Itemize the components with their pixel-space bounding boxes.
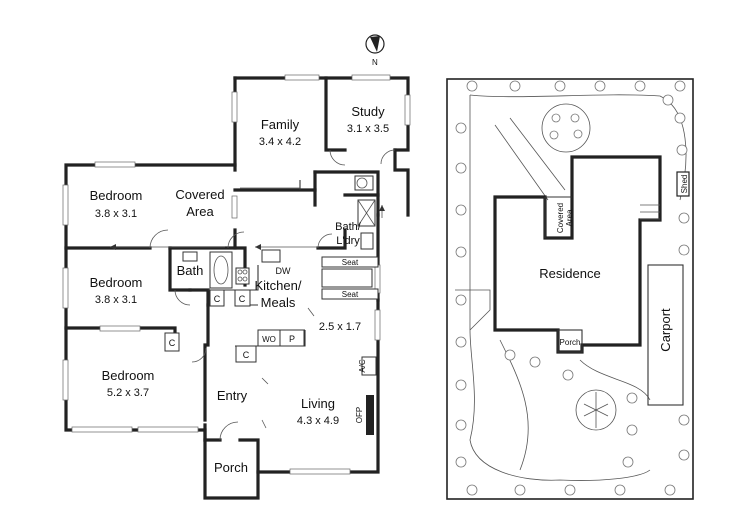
- room-porch-name: Porch: [214, 460, 248, 475]
- fixture-dw: DW: [276, 266, 291, 276]
- fixture-wall-oven: WO: [262, 335, 276, 344]
- fixture-seat-lower: Seat: [342, 290, 359, 299]
- vanity: [182, 251, 198, 262]
- room-bedroom2-dims: 3.8 x 3.1: [95, 294, 137, 306]
- fixture-ofp: OFP: [355, 407, 364, 423]
- room-bedroom1-name: Bedroom: [90, 188, 143, 203]
- site-perimeter-shrubs: [455, 80, 690, 496]
- room-family-dims: 3.4 x 4.2: [259, 136, 301, 148]
- floorplan-arrows: [110, 187, 385, 429]
- open-fireplace: [366, 395, 374, 435]
- cupboard-2: [234, 289, 251, 307]
- meals-table: [321, 268, 373, 288]
- room-living-dims: 4.3 x 4.9: [297, 415, 339, 427]
- sink: [261, 249, 281, 263]
- cupboard-3: [235, 345, 257, 363]
- room-bath-name: Bath: [177, 263, 204, 278]
- fixture-ac: A/C: [358, 359, 367, 373]
- laundry-tub: [360, 232, 374, 250]
- room-study-dims: 3.1 x 3.5: [347, 123, 389, 135]
- room-bedroom2-name: Bedroom: [90, 275, 143, 290]
- bathtub: [209, 251, 233, 289]
- seat-upper: [321, 256, 379, 268]
- site-covered-area-outline: [544, 196, 572, 238]
- site-tree-cluster: [549, 113, 583, 140]
- fixture-cupboard-1: C: [214, 294, 221, 304]
- ac-unit: [361, 356, 377, 376]
- room-kitchen-line2: Meals: [261, 295, 296, 310]
- floorplan-labels: Family 3.4 x 4.2 Study 3.1 x 3.5 Bedroom…: [90, 104, 389, 475]
- compass-needle-icon: [370, 36, 380, 52]
- fixture-cupboard-3: C: [243, 350, 250, 360]
- site-shed-outline: [676, 171, 690, 197]
- room-bedroom1-dims: 3.8 x 3.1: [95, 208, 137, 220]
- siteplan: Residence Covered Area Porch Carport She…: [446, 78, 694, 500]
- site-porch-label: Porch: [560, 338, 581, 347]
- site-carport-label: Carport: [658, 308, 673, 352]
- fixture-seat-upper: Seat: [342, 258, 359, 267]
- fixture-pantry: P: [289, 334, 295, 344]
- site-boundary: [446, 78, 694, 500]
- fixture-cupboard-bedroom: C: [169, 338, 176, 348]
- room-meals-dims: 2.5 x 1.7: [319, 321, 361, 333]
- cupboard-bedroom: [164, 332, 180, 352]
- room-kitchen-line1: Kitchen/: [255, 278, 302, 293]
- room-entry-name: Entry: [217, 388, 248, 403]
- site-residence-label: Residence: [539, 266, 600, 281]
- site-shed-label: Shed: [680, 175, 689, 194]
- room-covered-line2: Area: [186, 204, 214, 219]
- room-family-name: Family: [261, 117, 300, 132]
- toilet: [354, 175, 374, 191]
- room-study-name: Study: [351, 104, 385, 119]
- floorplan-fixtures: [164, 175, 379, 435]
- room-bedroom3-dims: 5.2 x 3.7: [107, 387, 149, 399]
- site-large-tree: [575, 389, 617, 431]
- fixture-cupboard-2: C: [239, 294, 246, 304]
- compass: N: [365, 34, 385, 67]
- site-covered-line1: Covered: [556, 203, 565, 233]
- room-covered-line1: Covered: [175, 187, 224, 202]
- room-bathldry-line2: L'dry: [336, 235, 360, 247]
- floorplan-windows: [62, 74, 411, 475]
- room-bathldry-line1: Bath/: [335, 221, 362, 233]
- floorplan-doors: [149, 149, 396, 441]
- site-carport-outline: [647, 264, 684, 406]
- cupboard-1: [209, 289, 225, 307]
- cooktop: [235, 267, 250, 285]
- room-bedroom3-name: Bedroom: [102, 368, 155, 383]
- seat-lower: [321, 288, 379, 300]
- site-covered-line2: Area: [565, 209, 574, 226]
- pantry: [279, 329, 305, 347]
- compass-north-label: N: [372, 58, 378, 67]
- room-living-name: Living: [301, 396, 335, 411]
- site-porch-outline: [557, 329, 583, 353]
